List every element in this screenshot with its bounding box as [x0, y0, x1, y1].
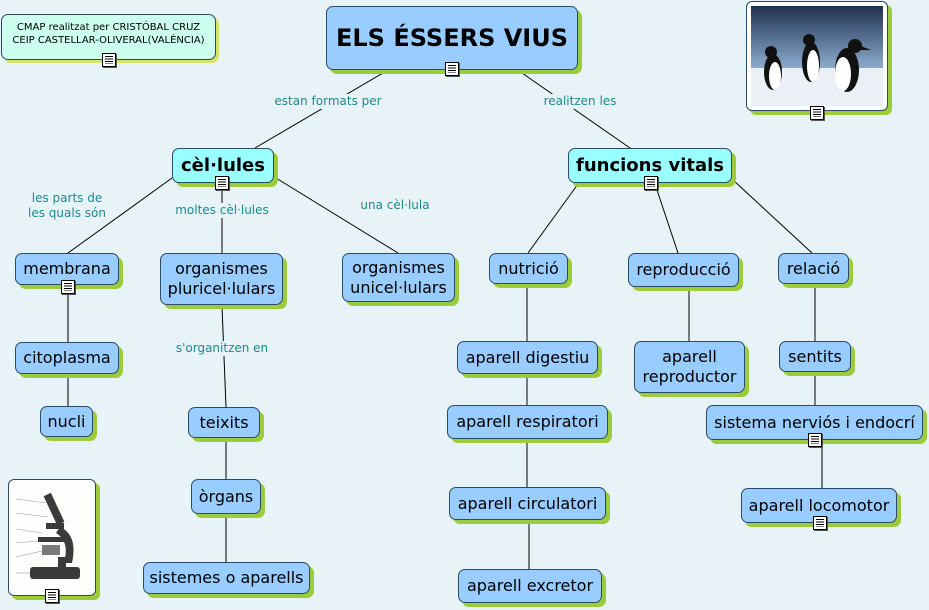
- node-nutricio[interactable]: nutrició: [489, 253, 568, 284]
- node-circulatori-label: aparell circulatori: [457, 493, 598, 513]
- document-icon[interactable]: [810, 106, 824, 120]
- node-citoplasma-label: citoplasma: [23, 348, 111, 367]
- node-relacio-label: relació: [786, 258, 841, 278]
- link-label-parts-line2: les quals són: [28, 206, 106, 220]
- node-sentits[interactable]: sentits: [779, 341, 851, 372]
- node-aparell-respiratori[interactable]: aparell respiratori: [447, 405, 608, 439]
- credit-box[interactable]: CMAP realitzat per CRISTÓBAL CRUZ CEIP C…: [1, 14, 216, 60]
- node-funcions-label: funcions vitals: [576, 154, 724, 176]
- document-icon[interactable]: [215, 176, 229, 190]
- node-aparell-circulatori[interactable]: aparell circulatori: [449, 487, 606, 520]
- node-organs-label: òrgans: [198, 486, 254, 506]
- node-organs[interactable]: òrgans: [191, 479, 261, 514]
- node-nervios-label: sistema nerviós i endocrí: [714, 412, 915, 432]
- node-repro-line1: aparell: [662, 347, 717, 366]
- link-label-una: una cèl·lula: [360, 198, 430, 213]
- node-digestiu-label: aparell digestiu: [465, 347, 590, 367]
- node-repro-line2: reproductor: [642, 367, 737, 386]
- microscope-illustration: [12, 483, 92, 591]
- node-nutricio-label: nutrició: [498, 258, 559, 278]
- node-citoplasma[interactable]: citoplasma: [15, 342, 119, 374]
- page-title: ELS ÉSSERS VIUS: [335, 24, 568, 52]
- node-excretor-label: aparell excretor: [466, 576, 594, 595]
- penguins-image[interactable]: [746, 1, 888, 111]
- document-icon[interactable]: [808, 433, 822, 447]
- node-uni-line2: unicel·lulars: [350, 277, 447, 297]
- penguins-illustration: [751, 6, 883, 106]
- node-pluri-line2: pluricel·lulars: [167, 279, 276, 298]
- node-reproduccio[interactable]: reproducció: [628, 253, 739, 287]
- link-label-moltes: moltes cèl·lules: [175, 203, 269, 218]
- node-aparell-reproductor[interactable]: aparell reproductor: [634, 341, 745, 393]
- node-pluricellulars[interactable]: organismes pluricel·lulars: [160, 253, 283, 305]
- node-membrana-label: membrana: [23, 259, 111, 278]
- node-relacio[interactable]: relació: [778, 253, 849, 284]
- node-pluri-line1: organismes: [175, 259, 268, 278]
- root-node-title[interactable]: ELS ÉSSERS VIUS: [326, 6, 578, 70]
- document-icon[interactable]: [644, 176, 658, 190]
- document-icon[interactable]: [102, 53, 116, 67]
- link-label-organitzen: s'organitzen en: [175, 341, 269, 356]
- node-respiratori-label: aparell respiratori: [456, 412, 599, 431]
- node-teixits-label: teixits: [199, 412, 249, 432]
- node-membrana[interactable]: membrana: [15, 253, 119, 285]
- link-label-parts-line1: les parts de: [31, 191, 103, 205]
- node-sentits-label: sentits: [788, 346, 842, 366]
- node-reproduccio-label: reproducció: [636, 260, 731, 279]
- credit-line2: CEIP CASTELLAR-OLIVERAL(VALÈNCIA): [12, 35, 205, 46]
- node-cellules-label: cèl·lules: [181, 154, 265, 176]
- node-sistemes[interactable]: sistemes o aparells: [143, 562, 310, 594]
- node-uni-line1: organismes: [352, 257, 445, 277]
- node-unicellulars[interactable]: organismes unicel·lulars: [342, 253, 455, 302]
- microscope-image[interactable]: [8, 479, 96, 596]
- document-icon[interactable]: [813, 516, 827, 530]
- link-label-realitzen: realitzen les: [543, 94, 617, 109]
- link-label-parts: les parts de les quals són: [28, 191, 106, 221]
- credit-line1: CMAP realitzat per CRISTÓBAL CRUZ: [16, 22, 201, 33]
- document-icon[interactable]: [45, 589, 59, 603]
- node-nucli[interactable]: nucli: [40, 406, 93, 437]
- node-aparell-excretor[interactable]: aparell excretor: [458, 569, 602, 603]
- node-teixits[interactable]: teixits: [188, 407, 260, 438]
- document-icon[interactable]: [61, 280, 75, 294]
- node-nucli-label: nucli: [47, 411, 86, 431]
- node-locomotor-label: aparell locomotor: [748, 495, 890, 515]
- link-label-estan-formats: estan formats per: [274, 94, 382, 109]
- node-sistemes-label: sistemes o aparells: [149, 568, 304, 587]
- node-aparell-digestiu[interactable]: aparell digestiu: [457, 341, 598, 374]
- document-icon[interactable]: [445, 62, 459, 76]
